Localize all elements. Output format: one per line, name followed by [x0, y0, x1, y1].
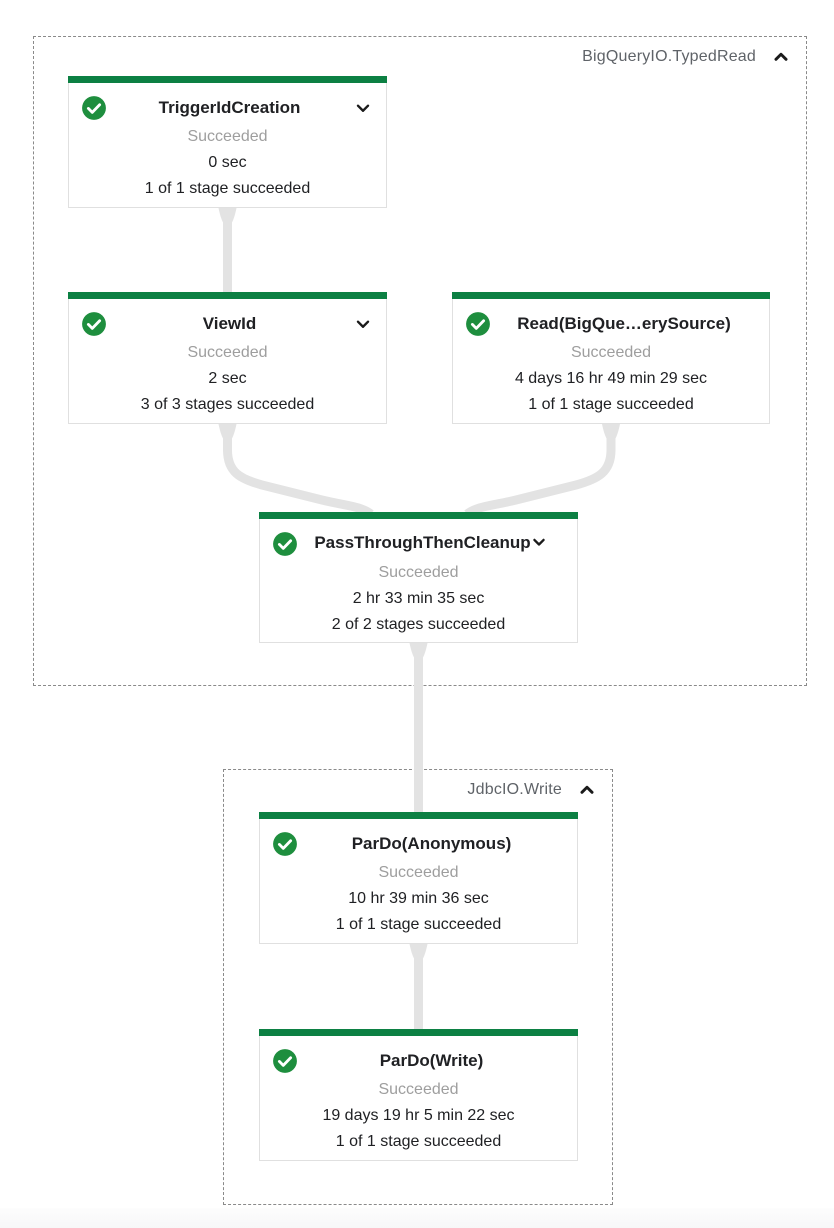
- step-duration: 10 hr 39 min 36 sec: [348, 890, 489, 907]
- group-label: BigQueryIO.TypedRead: [582, 48, 756, 65]
- step-duration: 2 hr 33 min 35 sec: [352, 590, 485, 607]
- status-bar: [68, 76, 387, 83]
- step-title: ParDo(Anonymous): [351, 834, 512, 853]
- check-circle-icon: [272, 531, 298, 557]
- check-circle-icon: [272, 1048, 298, 1074]
- chevron-up-icon[interactable]: [770, 46, 792, 68]
- step-card-triggeridcreation[interactable]: TriggerIdCreation Succeeded 0 sec 1 of 1…: [68, 76, 387, 208]
- group-label: JdbcIO.Write: [467, 781, 562, 798]
- step-card-viewid[interactable]: ViewId Succeeded 2 sec 3 of 3 stages suc…: [68, 292, 387, 424]
- step-duration: 2 sec: [208, 370, 247, 387]
- step-status: Succeeded: [378, 564, 459, 581]
- step-card-pardo-write[interactable]: ParDo(Write) Succeeded 19 days 19 hr 5 m…: [259, 1029, 578, 1161]
- step-stages: 1 of 1 stage succeeded: [144, 180, 311, 197]
- step-status: Succeeded: [378, 1081, 459, 1098]
- step-title: TriggerIdCreation: [158, 98, 301, 117]
- step-stages: 1 of 1 stage succeeded: [528, 396, 694, 413]
- status-bar: [259, 812, 578, 819]
- check-circle-icon: [272, 831, 298, 857]
- status-bar: [259, 1029, 578, 1036]
- step-card-passthroughthencleanup[interactable]: PassThroughThenCleanup Succeeded 2 hr 33…: [259, 512, 578, 643]
- step-duration: 19 days 19 hr 5 min 22 sec: [322, 1107, 515, 1124]
- canvas-bottom-shade: [0, 1208, 834, 1228]
- check-circle-icon: [465, 311, 491, 337]
- check-circle-icon: [81, 95, 107, 121]
- step-stages: 1 of 1 stage succeeded: [335, 916, 502, 933]
- step-title: ViewId: [202, 314, 257, 333]
- step-title: Read(BigQue…erySource): [517, 314, 731, 333]
- status-bar: [452, 292, 770, 299]
- step-status: Succeeded: [187, 128, 268, 145]
- chevron-up-icon[interactable]: [576, 779, 598, 801]
- step-title: PassThroughThenCleanup: [298, 532, 565, 557]
- step-stages: 1 of 1 stage succeeded: [335, 1133, 502, 1150]
- group-collapse-toggle[interactable]: BigQueryIO.TypedRead: [582, 44, 792, 70]
- step-stages: 3 of 3 stages succeeded: [140, 396, 315, 413]
- step-duration: 4 days 16 hr 49 min 29 sec: [514, 370, 708, 387]
- step-stages: 2 of 2 stages succeeded: [331, 616, 506, 633]
- chevron-down-icon[interactable]: [352, 97, 374, 119]
- step-status: Succeeded: [570, 344, 652, 361]
- check-circle-icon: [81, 311, 107, 337]
- chevron-down-icon[interactable]: [529, 537, 549, 556]
- group-collapse-toggle[interactable]: JdbcIO.Write: [467, 777, 598, 803]
- status-bar: [68, 292, 387, 299]
- step-card-pardo-anonymous[interactable]: ParDo(Anonymous) Succeeded 10 hr 39 min …: [259, 812, 578, 944]
- status-bar: [259, 512, 578, 519]
- step-status: Succeeded: [187, 344, 268, 361]
- step-card-read-bigquerysource[interactable]: Read(BigQue…erySource) Succeeded 4 days …: [452, 292, 770, 424]
- chevron-down-icon[interactable]: [352, 313, 374, 335]
- step-title: ParDo(Write): [379, 1051, 484, 1070]
- step-status: Succeeded: [378, 864, 459, 881]
- step-duration: 0 sec: [208, 154, 247, 171]
